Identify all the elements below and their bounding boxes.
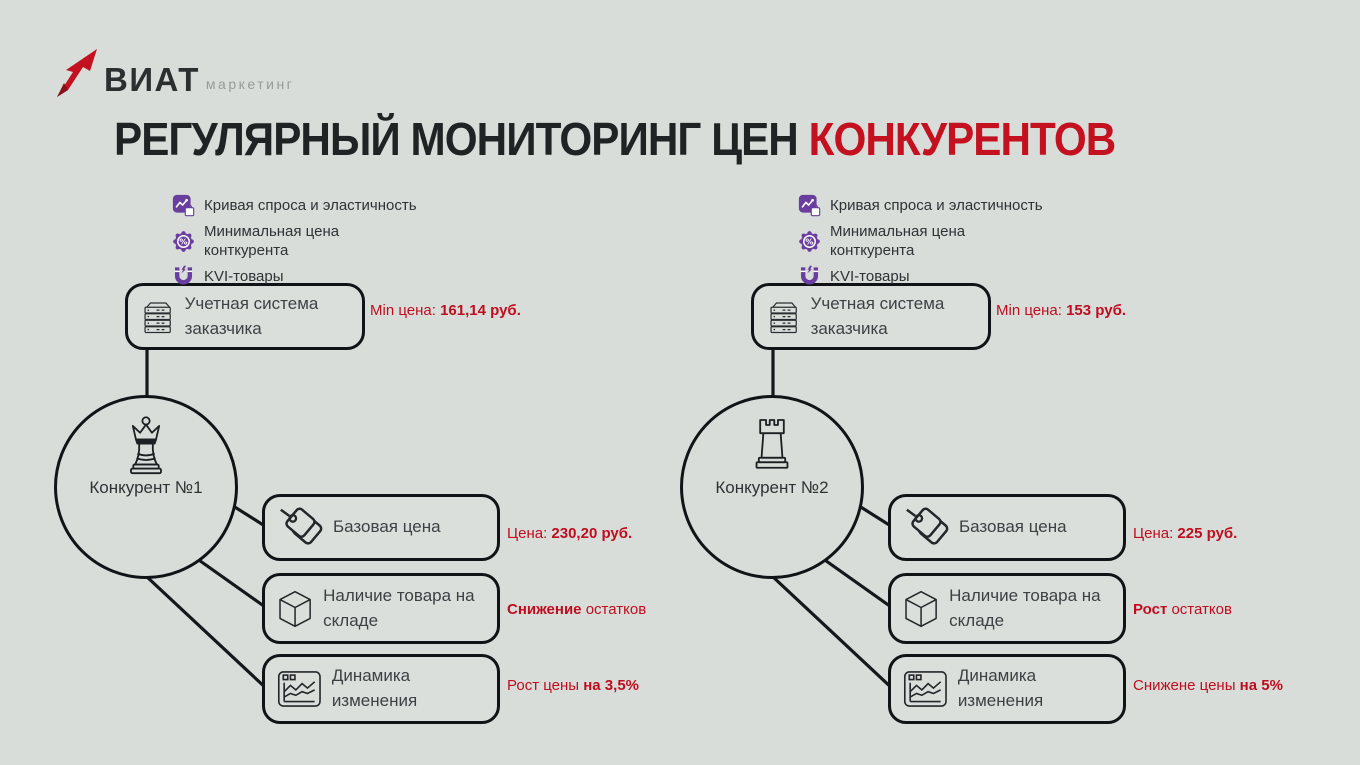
price-note-value: 230,20 руб. — [551, 525, 633, 542]
title-accent: КОНКУРЕНТОВ — [808, 114, 1117, 166]
competitor-section-2: Кривая спроса и эластичность % Минимальн… — [626, 0, 1360, 765]
legend-item: % Минимальная цена конткурента — [798, 222, 1043, 260]
legend-item-label: KVI-товары — [830, 268, 910, 286]
legend-item: Кривая спроса и эластичность — [798, 194, 1043, 217]
min-price-value: 161,14 руб. — [440, 302, 521, 319]
competitor-circle: Конкурент №1 — [54, 395, 238, 579]
dynamics-note-value: на 5% — [1239, 677, 1283, 694]
base-price-box: Базовая цена — [888, 494, 1126, 561]
cube-icon — [905, 590, 937, 627]
min-price-label: Min цена: — [996, 302, 1062, 319]
stock-note: Рост остатков — [1133, 601, 1232, 618]
box-label: Динамика изменения — [331, 666, 418, 710]
price-tags-icon — [280, 507, 323, 545]
min-price-label: Min цена: — [370, 302, 436, 319]
system-box: Учетная система заказчика — [125, 283, 365, 350]
legend-item-label: Минимальная цена конткурента — [204, 223, 340, 260]
price-note: Цена: 230,20 руб. — [507, 525, 632, 542]
legend-item: Кривая спроса и эластичность — [172, 194, 417, 217]
logo-arrow-icon — [57, 49, 97, 97]
chess-rook-icon — [755, 419, 789, 469]
competitor-name: Конкурент №2 — [715, 478, 829, 497]
dynamics-note-value: на 3,5% — [583, 677, 639, 694]
box-label: Базовая цена — [959, 517, 1067, 537]
magnet-icon — [800, 266, 819, 285]
stock-box: Наличие товара на складе — [888, 573, 1126, 644]
base-price-box: Базовая цена — [262, 494, 500, 561]
min-price-value: 153 руб. — [1066, 302, 1127, 319]
box-label: Базовая цена — [333, 517, 441, 537]
competitor-section-1: Кривая спроса и эластичность % Минимальн… — [54, 194, 646, 724]
min-price-note: Min цена: 153 руб. — [996, 302, 1126, 319]
stock-box: Наличие товара на складе — [262, 573, 500, 644]
price-note-label: Цена: — [507, 525, 548, 542]
brand-tagline: маркетинг — [205, 76, 295, 92]
server-icon — [144, 301, 171, 333]
dynamics-note: Снижене цены на 5% — [1133, 677, 1283, 694]
system-box: Учетная система заказчика — [751, 283, 991, 350]
dynamics-box: Динамика изменения — [262, 654, 500, 724]
stock-note-label: остатков — [1171, 601, 1232, 618]
legend-item-label: Кривая спроса и эластичность — [204, 196, 417, 214]
legend-item: KVI-товары — [798, 265, 1043, 288]
discount-badge-icon: % — [173, 230, 194, 252]
box-label: Динамика изменения — [957, 666, 1044, 710]
demand-curve-icon — [798, 194, 821, 217]
brand-name: ВИАТ — [104, 61, 200, 98]
dynamics-note-label: Рост цены — [507, 677, 580, 694]
legend: Кривая спроса и эластичность % Минимальн… — [798, 194, 1043, 288]
competitor-circle: Конкурент №2 — [680, 395, 864, 579]
box-label: Наличие товара на складе — [949, 585, 1101, 630]
legend: Кривая спроса и эластичность % Минимальн… — [172, 194, 417, 288]
demand-curve-icon — [172, 194, 195, 217]
title-plain: РЕГУЛЯРНЫЙ МОНИТОРИНГ ЦЕН — [114, 114, 809, 166]
legend-item-label: Кривая спроса и эластичность — [830, 196, 1043, 214]
page-title: РЕГУЛЯРНЫЙ МОНИТОРИНГ ЦЕН КОНКУРЕНТОВ — [114, 114, 1189, 167]
server-icon — [770, 301, 797, 333]
dynamics-note: Рост цены на 3,5% — [507, 677, 639, 694]
legend-item: KVI-товары — [172, 265, 417, 288]
system-box-label: Учетная система заказчика — [810, 293, 945, 338]
box-label: Наличие товара на складе — [323, 585, 475, 630]
logo: ВИАТ маркетинг — [56, 48, 294, 98]
system-box-label: Учетная система заказчика — [184, 293, 319, 338]
chart-window-icon — [903, 671, 947, 707]
chart-window-icon — [277, 671, 321, 707]
legend-item: % Минимальная цена конткурента — [172, 222, 417, 260]
svg-text:%: % — [805, 236, 813, 246]
price-note-value: 225 руб. — [1177, 525, 1238, 542]
dynamics-box: Динамика изменения — [888, 654, 1126, 724]
stock-note-emphasis: Рост — [1133, 601, 1168, 618]
discount-badge-icon: % — [799, 230, 820, 252]
stock-note-emphasis: Снижение — [507, 601, 582, 618]
price-note: Цена: 225 руб. — [1133, 525, 1237, 542]
min-price-note: Min цена: 161,14 руб. — [370, 302, 521, 319]
dynamics-note-label: Снижене цены — [1133, 677, 1236, 694]
competitor-name: Конкурент №1 — [89, 478, 203, 497]
cube-icon — [279, 590, 311, 627]
price-note-label: Цена: — [1133, 525, 1174, 542]
stock-note: Снижение остатков — [507, 601, 646, 618]
legend-item-label: KVI-товары — [204, 268, 284, 286]
chess-queen-icon — [130, 416, 162, 475]
magnet-icon — [174, 266, 193, 285]
price-tags-icon — [906, 507, 949, 545]
legend-item-label: Минимальная цена конткурента — [830, 223, 966, 260]
stock-note-label: остатков — [585, 601, 647, 618]
svg-text:%: % — [179, 236, 187, 246]
